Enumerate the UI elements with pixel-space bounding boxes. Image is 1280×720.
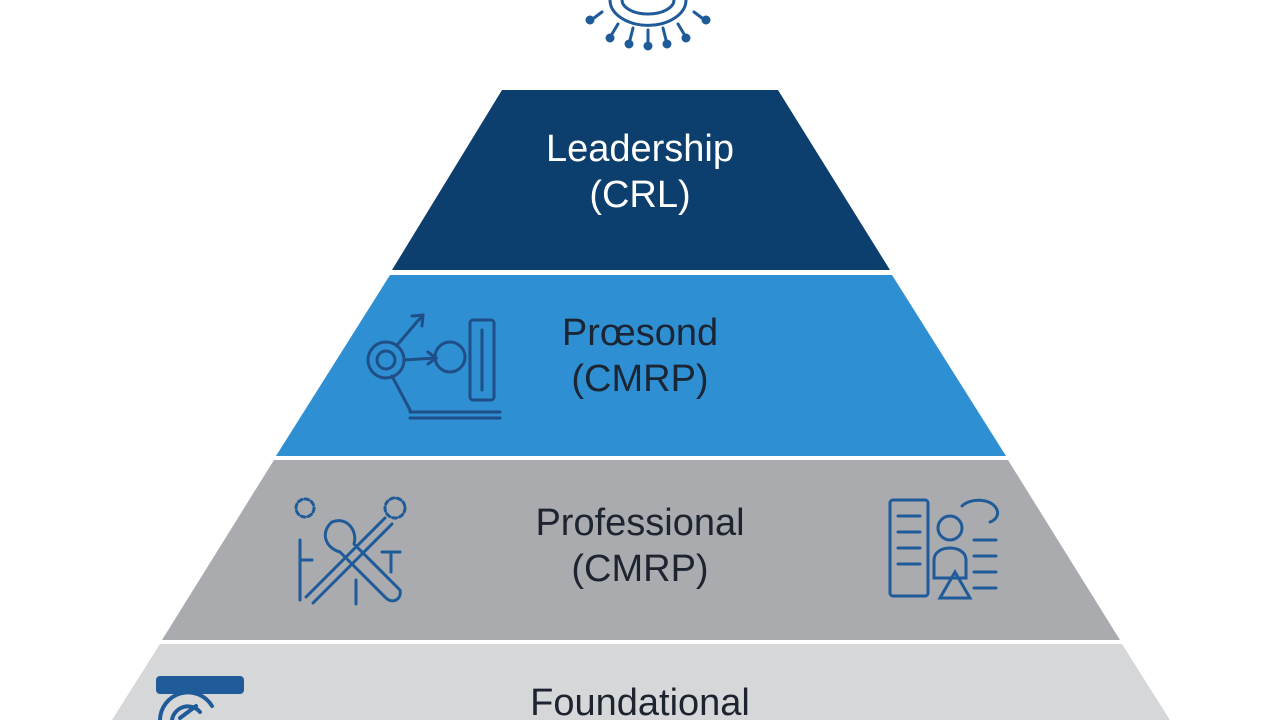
tier-prcesond-title: Prœsond	[561, 312, 719, 354]
tier-foundational	[112, 644, 1170, 720]
tier-foundational-label: Foundational	[340, 680, 940, 720]
tools-wrench-icon	[294, 496, 407, 606]
tier-foundational-title: Foundational	[530, 682, 750, 720]
tier-leadership-title: Leadership	[545, 128, 735, 170]
checklist-person-icon	[888, 498, 1000, 600]
process-diagram-icon	[366, 313, 502, 420]
tier-leadership-code: (CRL)	[589, 174, 691, 216]
tier-prcesond-code: (CMRP)	[571, 358, 709, 400]
tier-professional-label: Professional (CMRP)	[340, 500, 940, 592]
tier-professional-code: (CMRP)	[571, 548, 709, 590]
tier-leadership	[392, 90, 890, 270]
network-gear-icon	[585, 0, 711, 51]
tier-prcesond-label: Prœsond (CMRP)	[340, 310, 940, 402]
tier-professional-title: Professional	[535, 502, 745, 544]
gauge-icon	[156, 676, 244, 720]
tier-leadership-label: Leadership (CRL)	[340, 126, 940, 218]
